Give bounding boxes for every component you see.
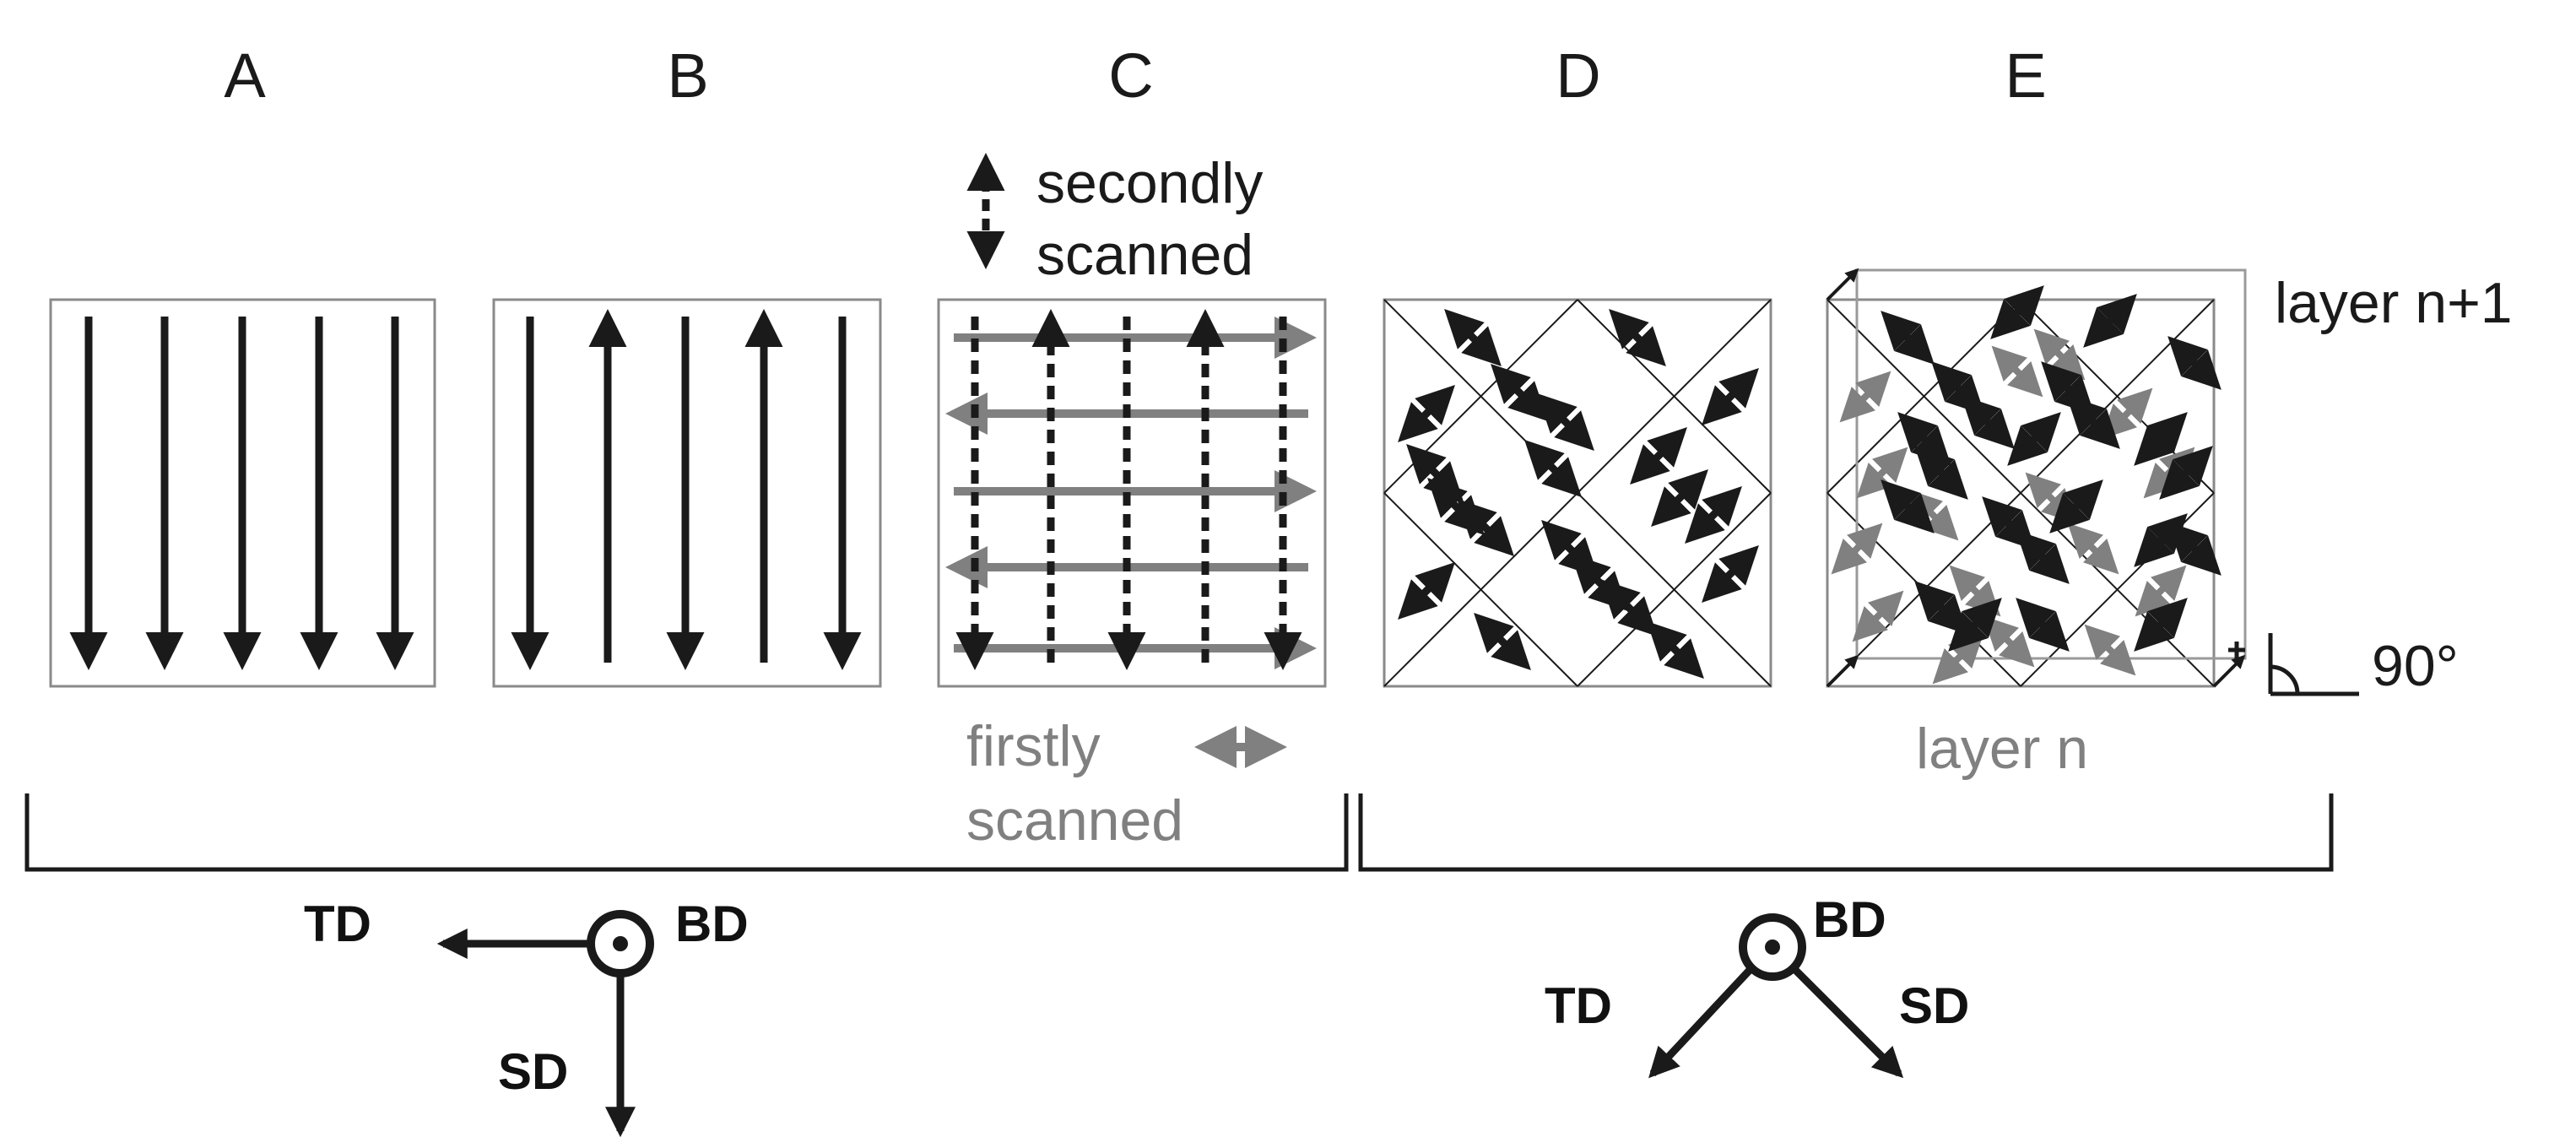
double-arrow xyxy=(2041,361,2095,415)
double-arrow xyxy=(1991,345,2043,398)
panel-b-frame xyxy=(492,298,882,688)
double-arrow xyxy=(2101,387,2153,440)
double-arrow xyxy=(1948,598,2002,652)
double-arrow xyxy=(1856,447,1908,499)
double-arrow xyxy=(1839,371,1891,423)
double-arrow xyxy=(1702,368,1759,425)
layer-n-plus-1-label: layer n+1 xyxy=(2275,271,2513,335)
double-arrow xyxy=(1444,309,1502,366)
secondly-scanned-label: scanned xyxy=(1036,223,1253,287)
panel-a-frame xyxy=(49,298,436,688)
double-arrow xyxy=(1609,309,1666,366)
double-arrow xyxy=(1881,479,1935,533)
panel-label-e: E xyxy=(2005,41,2046,111)
double-arrow xyxy=(1630,427,1687,485)
layer-offset-arrow xyxy=(2212,654,2246,688)
rotation-indicator xyxy=(2228,633,2359,696)
double-arrow xyxy=(2083,294,2137,348)
double-arrow xyxy=(1914,581,1968,635)
panel-label-b: B xyxy=(667,41,708,111)
double-arrow xyxy=(1881,311,1935,365)
panel-c-frame xyxy=(937,298,1327,688)
double-arrow xyxy=(2016,530,2070,584)
build-direction-symbol-right xyxy=(1739,913,1806,981)
double-arrow xyxy=(1398,385,1455,442)
double-arrow xyxy=(1647,621,1704,679)
transverse-direction-arrow-right xyxy=(1648,965,1755,1079)
double-arrow xyxy=(1524,440,1582,497)
td-label-left: TD xyxy=(304,896,371,952)
secondly-label: secondly xyxy=(1036,151,1263,215)
left-coordinate-system: TD BD SD xyxy=(304,896,749,1138)
double-arrow xyxy=(1537,393,1594,451)
firstly-scanned-legend: firstly scanned xyxy=(966,714,1287,853)
bd-label-right: BD xyxy=(1813,891,1886,948)
right-coordinate-system: BD TD SD xyxy=(1545,891,1969,1079)
right-group-bracket xyxy=(1358,793,2334,872)
double-arrow xyxy=(1398,562,1455,620)
double-arrow xyxy=(1491,364,1548,421)
bd-label-left: BD xyxy=(675,896,749,952)
double-arrow xyxy=(1831,523,1883,575)
double-arrow xyxy=(2084,624,2136,676)
layer-offset-arrow xyxy=(1826,654,1859,688)
rotation-angle-label: 90° xyxy=(2372,634,2459,698)
double-arrow xyxy=(1914,446,1968,500)
double-arrow xyxy=(1702,545,1759,603)
panel-b-scan-vectors xyxy=(511,309,862,670)
td-label-right: TD xyxy=(1545,977,1612,1034)
sd-label-left: SD xyxy=(498,1043,568,1100)
panel-e-scan-vectors xyxy=(1826,268,2247,688)
firstly-label: firstly xyxy=(966,714,1101,778)
double-arrow xyxy=(2066,395,2120,449)
left-group-bracket xyxy=(24,793,1349,872)
layer-offset-arrow xyxy=(1826,268,1859,301)
panel-label-a: A xyxy=(224,41,266,111)
double-arrow xyxy=(1990,285,2044,339)
double-arrow xyxy=(2167,336,2222,390)
double-arrow xyxy=(2016,598,2070,652)
double-arrow xyxy=(2049,479,2103,533)
scanning-direction-arrow-right xyxy=(1790,965,1904,1079)
panel-a-scan-vectors xyxy=(69,317,414,670)
secondly-scanned-legend: secondly scanned xyxy=(966,151,1263,287)
double-arrow xyxy=(1961,395,2015,449)
panel-d-scan-vectors xyxy=(1383,299,1772,687)
panel-label-d: D xyxy=(1556,41,1600,111)
layer-n-label: layer n xyxy=(1916,717,2088,781)
double-arrow xyxy=(1651,469,1708,527)
double-arrow xyxy=(2167,522,2222,576)
layer-n-plus-1-frame xyxy=(1855,268,2247,660)
double-arrow xyxy=(1600,579,1658,636)
panel-label-c: C xyxy=(1108,41,1153,111)
double-arrow xyxy=(2007,412,2061,466)
double-arrow xyxy=(1474,613,1531,670)
double-arrow xyxy=(2159,446,2213,500)
firstly-scanned-label: scanned xyxy=(966,788,1183,853)
sd-label-right: SD xyxy=(1899,977,1969,1034)
double-arrow xyxy=(2134,412,2188,466)
double-arrow xyxy=(2067,523,2119,575)
double-arrow xyxy=(1457,499,1514,556)
double-arrow xyxy=(2134,598,2188,652)
double-arrow xyxy=(1852,590,1904,642)
double-arrow xyxy=(1685,486,1742,544)
panel-c-scan-vectors xyxy=(945,309,1317,670)
double-arrow xyxy=(1983,615,2035,668)
